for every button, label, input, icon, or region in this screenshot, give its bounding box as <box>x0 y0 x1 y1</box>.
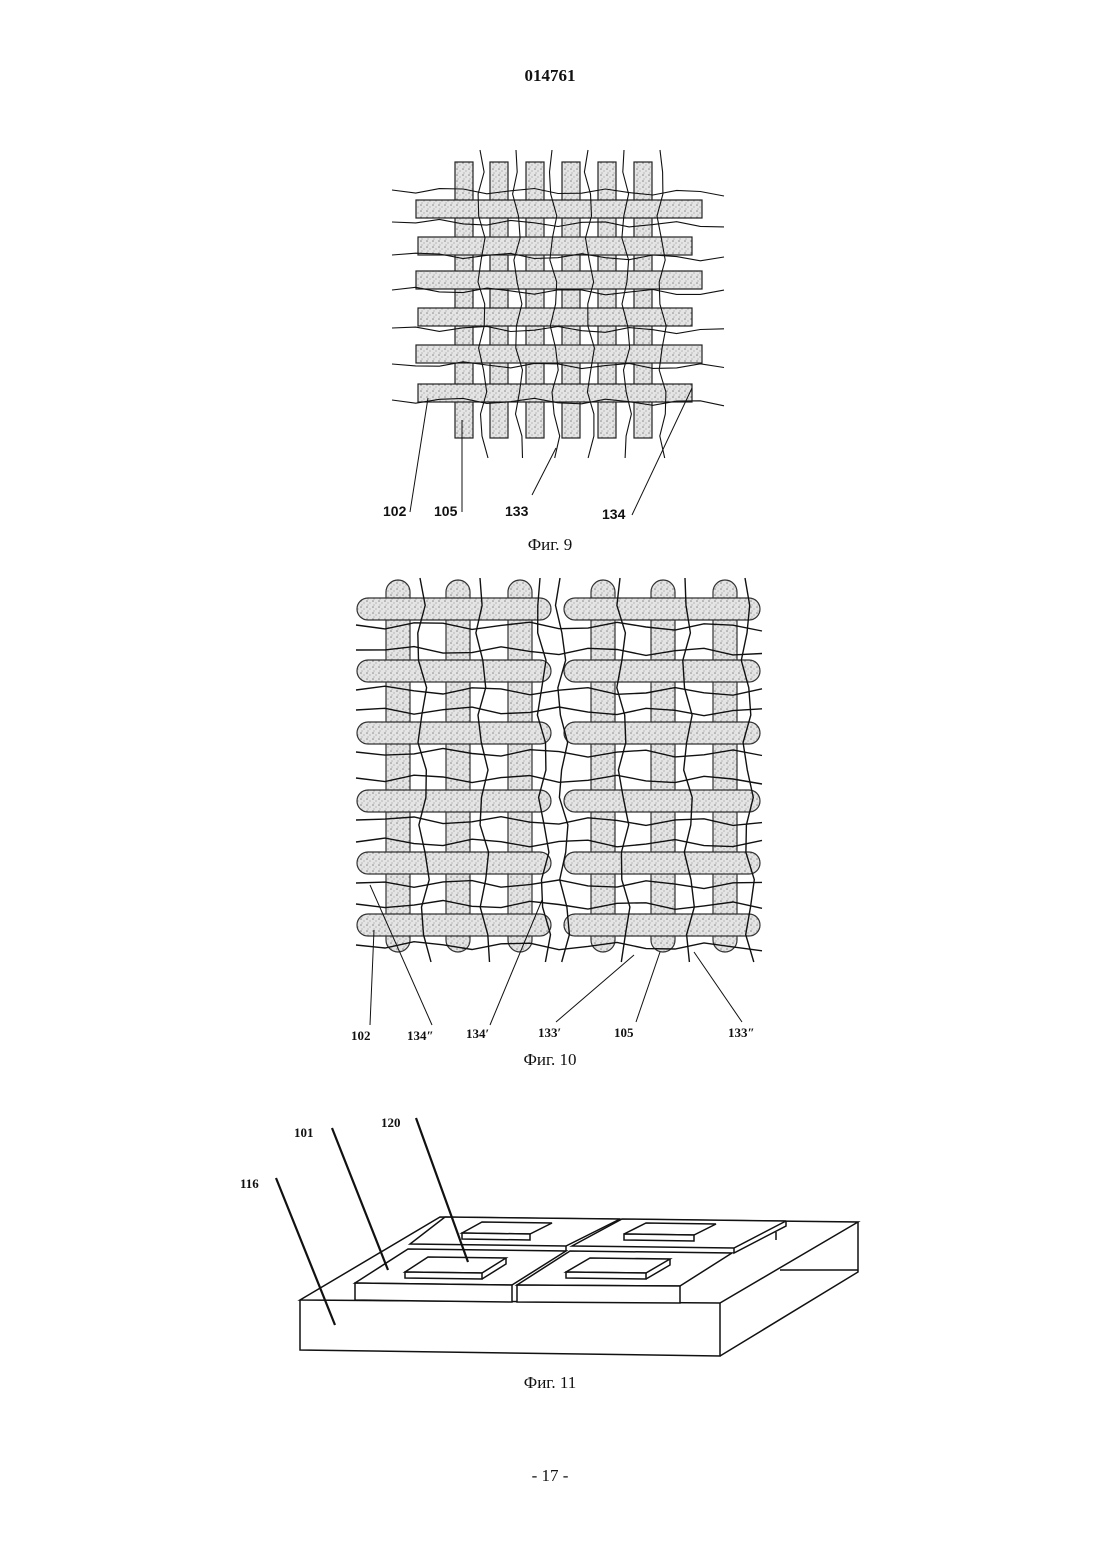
page-number: - 17 - <box>0 1466 1100 1486</box>
figure-11-label-116: 116 <box>240 1176 259 1192</box>
figure-11-label-101: 101 <box>294 1125 314 1141</box>
figure-11-caption: Фиг. 11 <box>0 1373 1100 1393</box>
figure-11-label-120: 120 <box>381 1115 401 1131</box>
